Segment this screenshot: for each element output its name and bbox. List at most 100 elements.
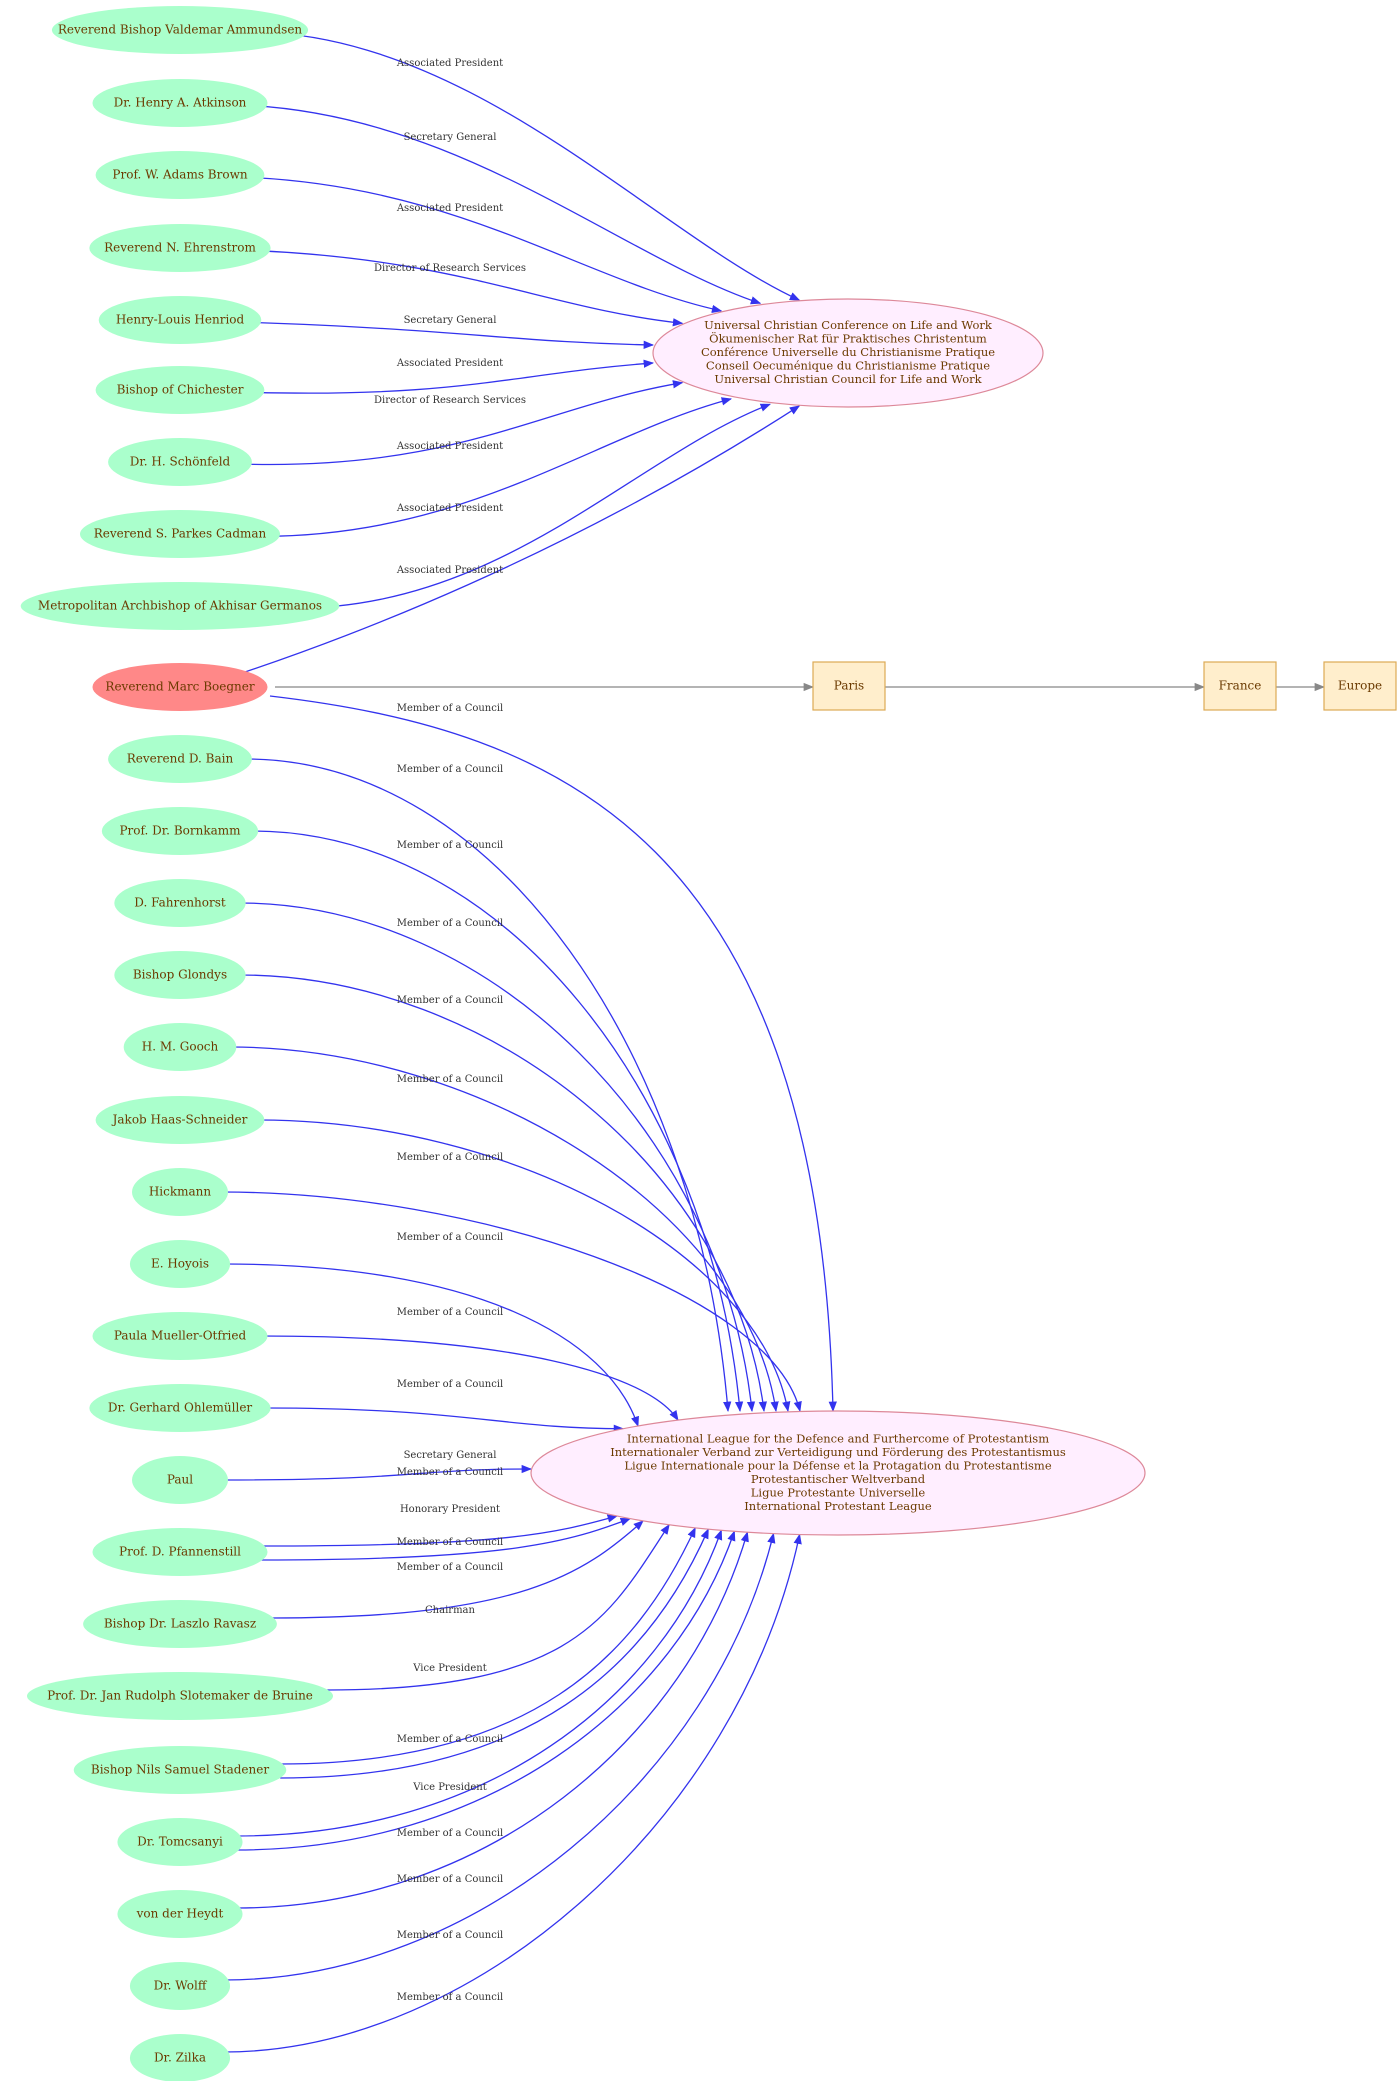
edge-label-lg-hickmann-0: Member of a Council (397, 1232, 504, 1243)
person-ellipse[interactable] (101, 807, 259, 855)
edge-lw-bishop-of-chichester (238, 359, 655, 394)
person-ellipse[interactable] (20, 582, 340, 630)
person-ellipse[interactable] (89, 1384, 271, 1432)
person-node-lg-10[interactable]: Paul (132, 1456, 228, 1504)
org-node-life-and-work[interactable]: Universal Christian Conference on Life a… (652, 298, 1044, 408)
org-label-line-1: Internationaler Verband zur Verteidigung… (610, 1445, 1066, 1459)
person-node-lw-0[interactable]: Reverend Bishop Valdemar Ammundsen (51, 6, 309, 54)
edge-lg-dr-tomcsanyi-0 (236, 1529, 723, 1837)
person-ellipse[interactable] (95, 1096, 265, 1144)
person-label: Reverend Bishop Valdemar Ammundsen (58, 23, 303, 37)
person-node-lw-4[interactable]: Henry-Louis Henriod (98, 296, 262, 344)
place-node-france[interactable]: France (1203, 661, 1277, 711)
person-ellipse[interactable] (92, 663, 268, 711)
person-ellipse[interactable] (114, 879, 246, 927)
person-node-focus[interactable]: Reverend Marc Boegner (92, 663, 268, 711)
person-ellipse[interactable] (80, 510, 280, 558)
edge-lg-prof-dr-bornkamm-0 (252, 830, 744, 1413)
person-node-lg-12[interactable]: Bishop Dr. Laszlo Ravasz (83, 1600, 277, 1648)
person-ellipse[interactable] (92, 1312, 268, 1360)
person-ellipse[interactable] (95, 151, 265, 199)
edge-lg-prof-d-pfannenstill-0 (261, 1514, 618, 1547)
person-label: Dr. Tomcsanyi (137, 1835, 223, 1849)
edge-lw-dr-henry-a-atkinson (238, 104, 762, 305)
person-ellipse[interactable] (108, 438, 252, 486)
place-box[interactable] (1203, 661, 1277, 711)
person-node-lg-16[interactable]: von der Heydt (117, 1890, 243, 1938)
edge-lg-bishop-glondys-0 (239, 974, 767, 1413)
person-node-lw-7[interactable]: Reverend S. Parkes Cadman (80, 510, 280, 558)
edge-lg-d-fahrenhorst-0 (239, 902, 756, 1413)
person-ellipse[interactable] (132, 1456, 228, 1504)
person-node-lg-9[interactable]: Dr. Gerhard Ohlemüller (89, 1384, 271, 1432)
edge-lg-bishop-dr-laszlo-ravasz-0 (270, 1520, 644, 1619)
person-node-lg-17[interactable]: Dr. Wolff (129, 1962, 231, 2010)
org-ellipse[interactable] (530, 1410, 1146, 1536)
person-ellipse[interactable] (73, 1746, 287, 1794)
person-node-lw-3[interactable]: Reverend N. Ehrenstrom (89, 224, 271, 272)
person-label: Metropolitan Archbishop of Akhisar Germa… (38, 599, 322, 613)
person-ellipse[interactable] (129, 2034, 231, 2081)
person-ellipse[interactable] (92, 1528, 268, 1576)
person-label: von der Heydt (136, 1907, 224, 1921)
person-node-lg-15[interactable]: Dr. Tomcsanyi (117, 1818, 243, 1866)
person-label: Reverend Marc Boegner (105, 680, 254, 694)
org-label-line-3: Conseil Oecuménique du Christianisme Pra… (706, 359, 990, 373)
org-node-protestant-league[interactable]: International League for the Defence and… (530, 1410, 1146, 1536)
person-ellipse[interactable] (98, 296, 262, 344)
place-box[interactable] (1323, 661, 1397, 711)
person-node-lw-6[interactable]: Dr. H. Schönfeld (108, 438, 252, 486)
person-node-lg-7[interactable]: E. Hoyois (129, 1240, 231, 1288)
person-ellipse[interactable] (89, 224, 271, 272)
person-ellipse[interactable] (83, 1600, 277, 1648)
person-node-lw-5[interactable]: Bishop of Chichester (95, 366, 265, 414)
person-node-lg-18[interactable]: Dr. Zilka (129, 2034, 231, 2081)
edge-lg-h-m-gooch-0 (230, 1046, 779, 1413)
person-label: Dr. Henry A. Atkinson (114, 96, 247, 110)
edge-label-lg-prof-d-pfannenstill-0: Honorary President (400, 1504, 500, 1515)
edge-lg-bishop-nils-samuel-stadener-0 (280, 1526, 696, 1765)
person-ellipse[interactable] (117, 1818, 243, 1866)
edge-lw-metropolitan-archbishop-of-akhisar-germanos (278, 403, 771, 609)
person-ellipse[interactable] (132, 1168, 228, 1216)
person-node-lg-5[interactable]: Jakob Haas-Schneider (95, 1096, 265, 1144)
edge-lg-focus (269, 695, 837, 1413)
person-ellipse[interactable] (95, 366, 265, 414)
person-node-lw-1[interactable]: Dr. Henry A. Atkinson (92, 79, 268, 127)
person-ellipse[interactable] (92, 79, 268, 127)
place-node-europe[interactable]: Europe (1323, 661, 1397, 711)
edge-lw-reverend-n-ehrenstrom (238, 249, 684, 327)
place-node-paris[interactable]: Paris (812, 661, 886, 711)
person-node-lg-1[interactable]: Prof. Dr. Bornkamm (101, 807, 259, 855)
person-label: Jakob Haas-Schneider (111, 1113, 248, 1127)
person-label: Prof. Dr. Bornkamm (119, 824, 241, 838)
person-node-lg-6[interactable]: Hickmann (132, 1168, 228, 1216)
person-node-lg-11[interactable]: Prof. D. Pfannenstill (92, 1528, 268, 1576)
person-ellipse[interactable] (108, 735, 252, 783)
person-node-lw-8[interactable]: Metropolitan Archbishop of Akhisar Germa… (20, 582, 340, 630)
place-box[interactable] (812, 661, 886, 711)
edge-label-lg-paula-mueller-otfried-0: Member of a Council (397, 1379, 504, 1390)
edge-lg-von-der-heydt-0 (236, 1531, 749, 1909)
person-node-lw-2[interactable]: Prof. W. Adams Brown (95, 151, 265, 199)
edge-label-lw-reverend-bishop-valdemar-ammundsen: Associated President (396, 58, 503, 69)
person-node-lg-2[interactable]: D. Fahrenhorst (114, 879, 246, 927)
person-ellipse[interactable] (51, 6, 309, 54)
person-ellipse[interactable] (129, 1962, 231, 2010)
person-ellipse[interactable] (114, 951, 246, 999)
person-node-lg-0[interactable]: Reverend D. Bain (108, 735, 252, 783)
edge-label-lg-prof-dr-jan-rudolph-slotemaker-de-bruine-0: Chairman (425, 1605, 475, 1616)
person-ellipse[interactable] (26, 1672, 334, 1720)
person-node-lg-3[interactable]: Bishop Glondys (114, 951, 246, 999)
person-ellipse[interactable] (129, 1240, 231, 1288)
org-ellipse[interactable] (652, 298, 1044, 408)
person-node-lg-4[interactable]: H. M. Gooch (123, 1023, 237, 1071)
person-node-lg-13[interactable]: Prof. Dr. Jan Rudolph Slotemaker de Brui… (26, 1672, 334, 1720)
person-ellipse[interactable] (117, 1890, 243, 1938)
edge-label-lg-prof-d-pfannenstill-1: Member of a Council (397, 1537, 504, 1548)
person-ellipse[interactable] (123, 1023, 237, 1071)
person-node-lg-8[interactable]: Paula Mueller-Otfried (92, 1312, 268, 1360)
person-node-lg-14[interactable]: Bishop Nils Samuel Stadener (73, 1746, 287, 1794)
edge-label-lg-bishop-nils-samuel-stadener-0: Vice President (412, 1663, 486, 1674)
